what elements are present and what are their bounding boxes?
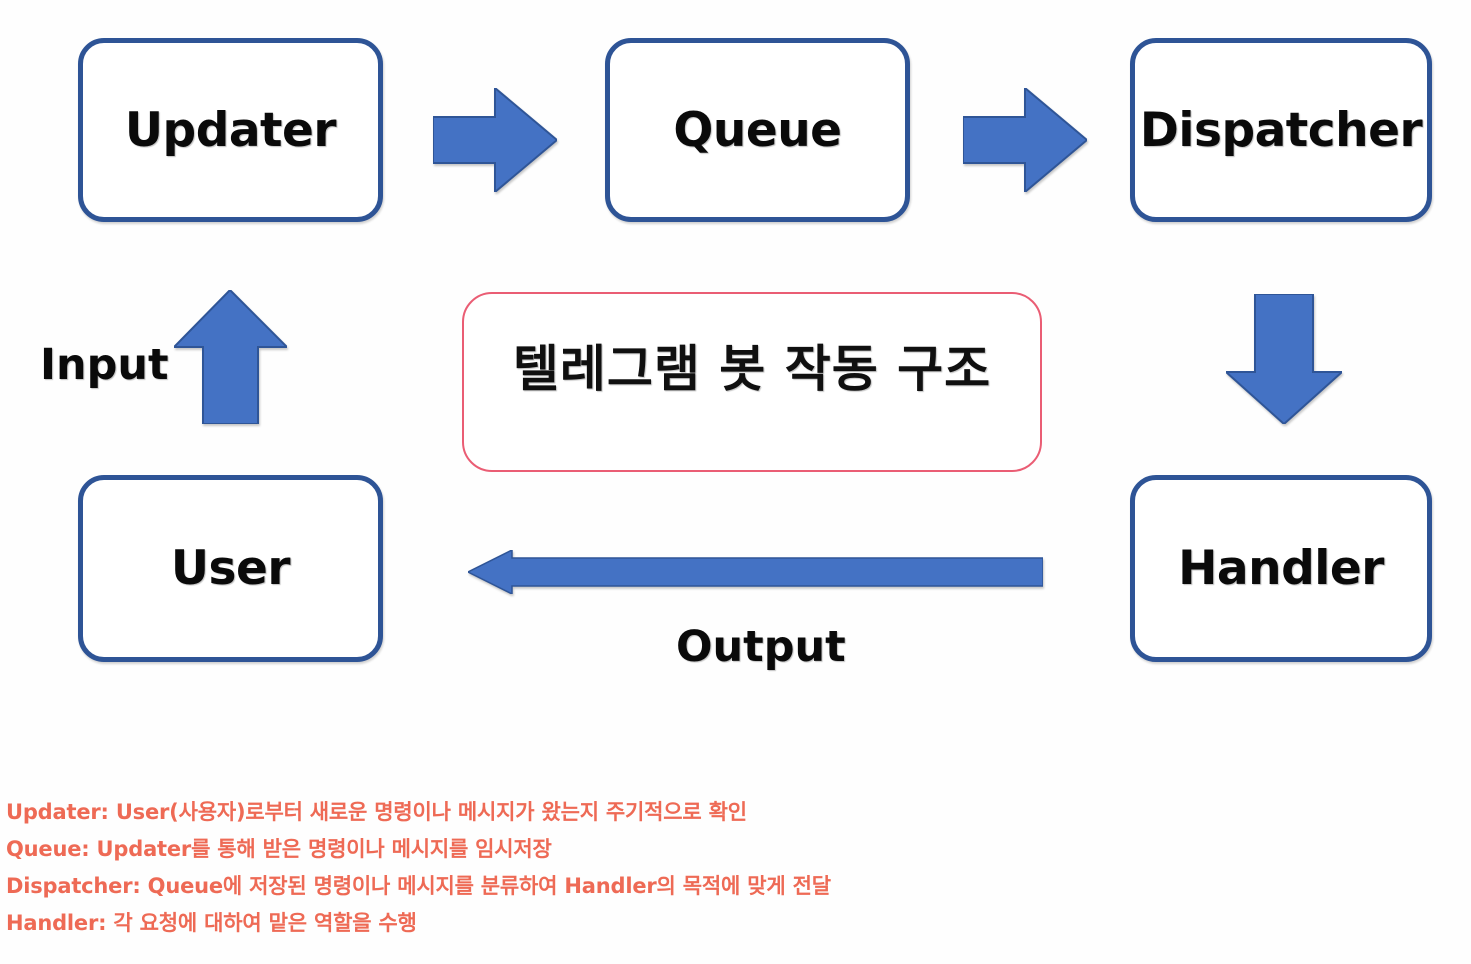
arrow-right-icon: [432, 85, 559, 195]
arrow-down-icon: [1223, 293, 1345, 426]
node-dispatcher-label: Dispatcher: [1139, 102, 1423, 158]
node-queue-label: Queue: [673, 102, 842, 158]
node-updater[interactable]: Updater: [78, 38, 383, 222]
node-handler-label: Handler: [1178, 541, 1384, 596]
arrow-up-icon: [171, 288, 290, 425]
node-user[interactable]: User: [78, 475, 383, 662]
legend-line-updater: Updater: User(사용자)로부터 새로운 명령이나 메시지가 왔는지 …: [6, 800, 747, 824]
diagram-title: 텔레그램 봇 작동 구조: [512, 340, 992, 398]
legend: Updater: User(사용자)로부터 새로운 명령이나 메시지가 왔는지 …: [6, 794, 1466, 942]
node-dispatcher[interactable]: Dispatcher: [1130, 38, 1432, 222]
arrow-left-icon: [466, 548, 1044, 596]
edge-label-output: Output: [676, 622, 846, 672]
legend-line-dispatcher: Dispatcher: Queue에 저장된 명령이나 메시지를 분류하여 Ha…: [6, 874, 831, 898]
legend-line-handler: Handler: 각 요청에 대하여 맡은 역할을 수행: [6, 911, 417, 935]
node-user-label: User: [170, 541, 291, 596]
node-queue[interactable]: Queue: [605, 38, 910, 222]
node-handler[interactable]: Handler: [1130, 475, 1432, 662]
diagram-title-card: 텔레그램 봇 작동 구조: [462, 292, 1042, 472]
arrow-right-icon: [962, 85, 1089, 195]
legend-line-queue: Queue: Updater를 통해 받은 명령이나 메시지를 임시저장: [6, 837, 552, 861]
node-updater-label: Updater: [124, 102, 337, 158]
edge-label-input: Input: [40, 340, 169, 390]
